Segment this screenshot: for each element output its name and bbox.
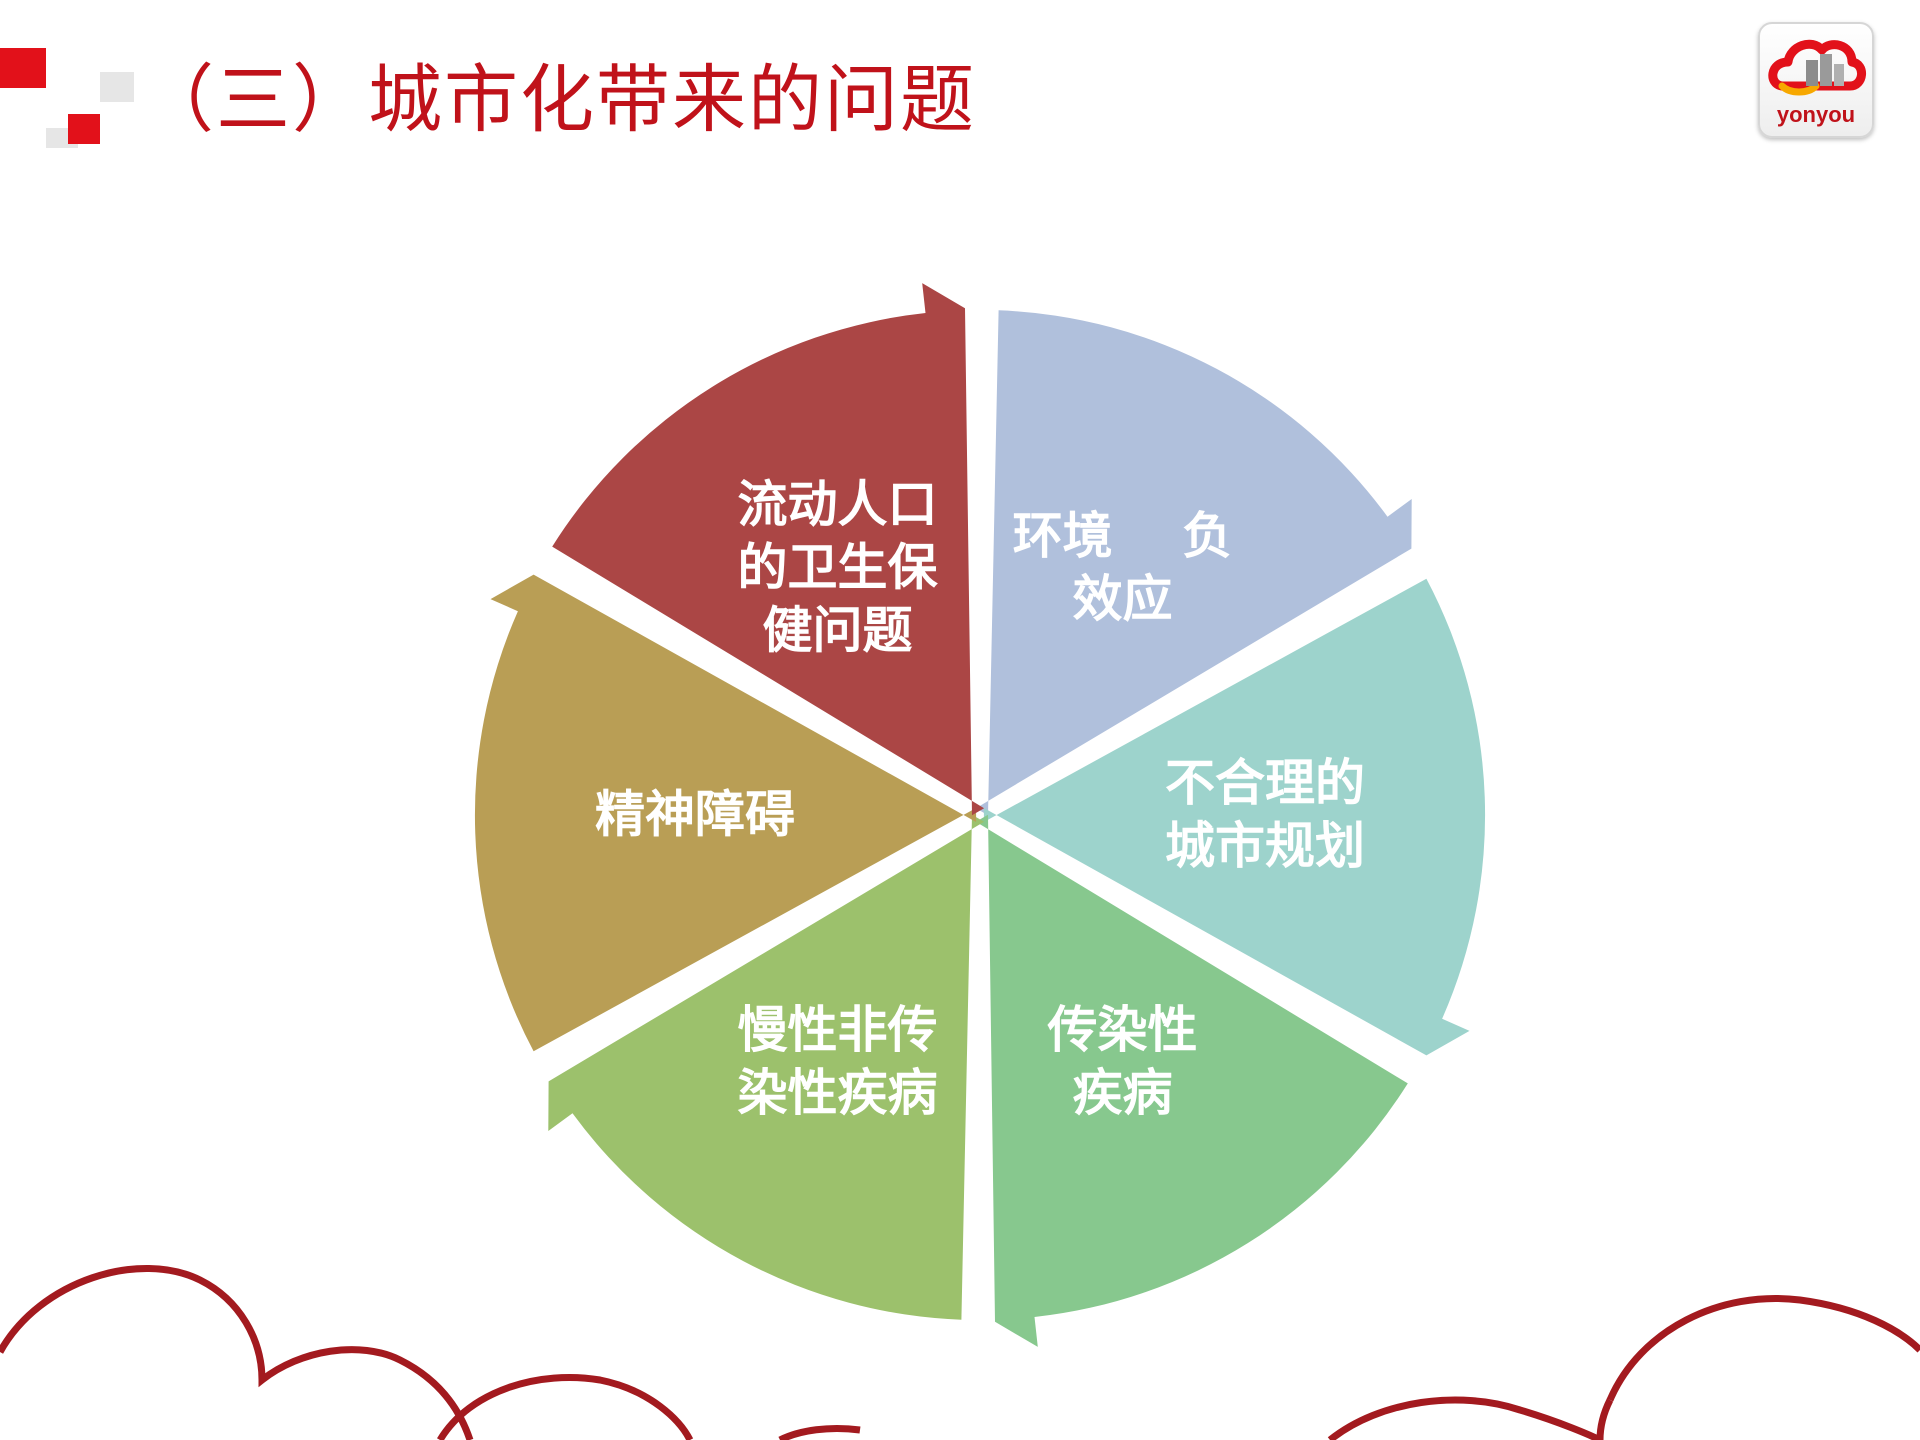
- cloud-decoration: [0, 1264, 1920, 1440]
- page-title: （三）城市化带来的问题: [140, 57, 976, 143]
- cycle-segment-mental: [474, 574, 977, 1052]
- cycle-label-mental: 精神障碍: [595, 785, 795, 844]
- cycle-segment-infectious: [975, 814, 1408, 1347]
- cycle-segment-environment: [975, 310, 1412, 816]
- cycle-segment-planning: [983, 578, 1486, 1056]
- cycle-label-environment: 环境 负 效应: [1012, 507, 1233, 629]
- corner-decoration: [0, 48, 134, 148]
- logo-text: yonyou: [1776, 102, 1856, 127]
- cycle-segment-floating: [552, 283, 985, 816]
- cycle-label-infectious: 传染性 疾病: [1047, 1000, 1198, 1122]
- cycle-label-floating: 流动人口 的卫生保 健问题: [737, 475, 938, 660]
- cycle-label-planning: 不合理的 城市规划: [1165, 754, 1365, 875]
- cycle-segment-chronic: [548, 814, 985, 1320]
- cycle-label-chronic: 慢性非传 染性疾病: [737, 1000, 938, 1122]
- yonyou-logo: yonyou: [1758, 22, 1874, 138]
